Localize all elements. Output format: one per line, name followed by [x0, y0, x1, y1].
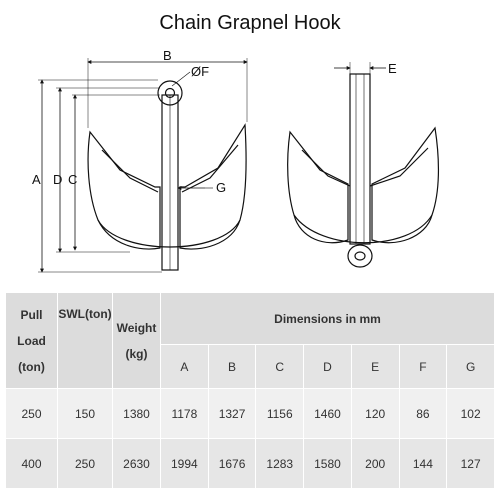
grapnel-hook-drawing: B A D C ØF G E: [32, 48, 440, 273]
table-row: 250 150 1380 1178 1327 1156 1460 120 86 …: [5, 388, 495, 439]
table-cell: 102: [446, 388, 495, 439]
table-cell: 1460: [303, 388, 352, 439]
header-dim-a: A: [160, 344, 209, 389]
header-dim-e: E: [350, 344, 400, 389]
table-cell: 127: [446, 438, 495, 489]
specification-table: Pull Load (ton) SWL(ton) Weight (kg) Dim…: [5, 292, 495, 489]
front-view-dimensions: [38, 58, 248, 273]
dim-label-e: E: [388, 61, 397, 76]
front-view-flukes: [87, 130, 161, 250]
header-dimensions: Dimensions in mm: [160, 292, 495, 345]
header-dim-f: F: [398, 344, 448, 389]
header-dim-b: B: [207, 344, 257, 389]
header-dim-g: G: [446, 344, 495, 389]
table-cell: 200: [350, 438, 400, 489]
table-cell: 1178: [160, 388, 209, 439]
side-view-body: [287, 130, 349, 244]
dim-label-d: D: [53, 172, 62, 187]
table-cell: 1327: [207, 388, 257, 439]
table-cell: 144: [398, 438, 448, 489]
header-weight: Weight (kg): [112, 292, 161, 389]
table-cell: 1676: [207, 438, 257, 489]
table-cell: 1380: [112, 388, 161, 439]
page-title: Chain Grapnel Hook: [159, 12, 341, 34]
table-cell: 1156: [255, 388, 305, 439]
dim-label-a: A: [32, 172, 41, 187]
table-cell: 120: [350, 388, 400, 439]
dim-label-f: ØF: [191, 64, 209, 79]
dim-label-c: C: [68, 172, 77, 187]
table-cell: 150: [57, 388, 113, 439]
table-cell: 1283: [255, 438, 305, 489]
table-cell: 2630: [112, 438, 161, 489]
front-view: [87, 80, 247, 271]
side-view: [287, 73, 440, 268]
table-cell: 250: [57, 438, 113, 489]
header-dim-d: D: [303, 344, 352, 389]
table-cell: 400: [5, 438, 58, 489]
header-swl: SWL(ton): [57, 292, 113, 389]
table-cell: 86: [398, 388, 448, 439]
side-view-dimensions: [334, 62, 386, 74]
table-cell: 1580: [303, 438, 352, 489]
header-dim-c: C: [255, 344, 305, 389]
table-row: 400 250 2630 1994 1676 1283 1580 200 144…: [5, 438, 495, 489]
dim-label-g: G: [216, 180, 226, 195]
table-cell: 1994: [160, 438, 209, 489]
front-view-flukes-right: [179, 123, 247, 250]
header-pull-load: Pull Load (ton): [5, 292, 58, 389]
table-cell: 250: [5, 388, 58, 439]
dim-label-b: B: [163, 48, 172, 63]
